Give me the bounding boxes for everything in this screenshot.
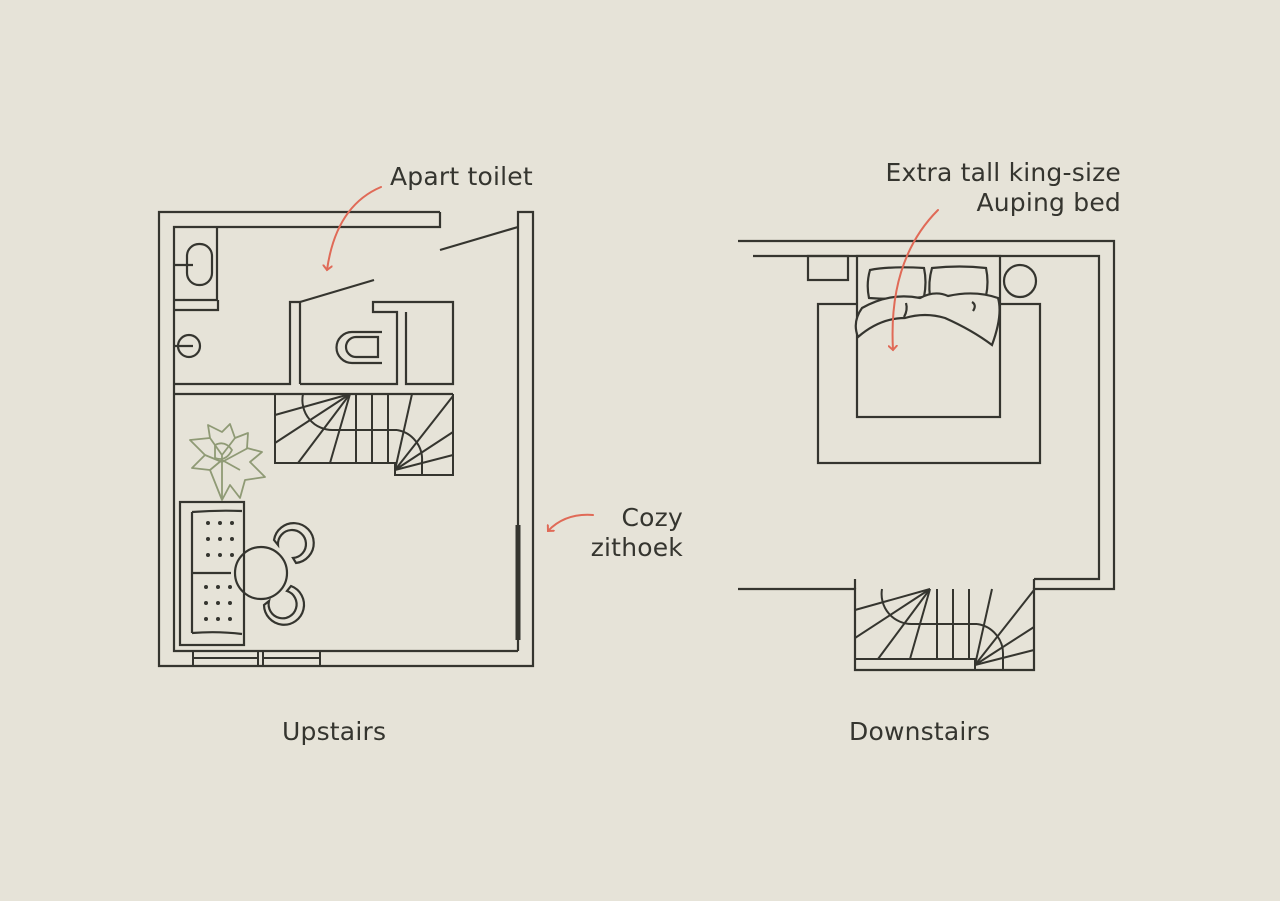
staircase [274,393,454,476]
shower-area [174,278,375,386]
round-table [233,545,289,601]
cozy-zithoek-label: Cozy zithoek [560,503,683,563]
chair-icon [272,522,315,565]
downstairs-plan [738,239,1116,672]
apart-toilet-label: Apart toilet [390,162,533,191]
door-swing [299,278,375,304]
cozy-zithoek-line1: Cozy [621,503,683,532]
bed-annotation-arrow [893,209,939,350]
auping-bed-label: Extra tall king-size Auping bed [800,158,1121,218]
window [192,650,321,667]
toilet-room [300,300,455,386]
cushion-buttons [204,521,234,621]
downstairs-caption: Downstairs [849,717,991,746]
cozy-zithoek-line2: zithoek [590,533,683,562]
toilet-annotation-arrow [327,186,382,270]
bed-icon [854,254,1002,419]
outer-wall [157,210,535,668]
chair-icon [262,584,306,626]
nightstand-round [1002,263,1038,299]
seating-annotation-arrow [548,513,594,531]
duvet [854,292,1001,347]
sink-room [174,227,220,312]
nightstand-square [806,254,850,282]
auping-bed-line2: Auping bed [976,188,1121,217]
door-swing [439,225,519,252]
staircase [854,588,1035,671]
upstairs-caption: Upstairs [282,717,387,746]
bench-sofa [178,500,246,647]
upstairs-plan [157,210,535,668]
auping-bed-line1: Extra tall king-size [885,158,1121,187]
toilet-icon [335,330,382,365]
plant-icon [189,423,266,501]
